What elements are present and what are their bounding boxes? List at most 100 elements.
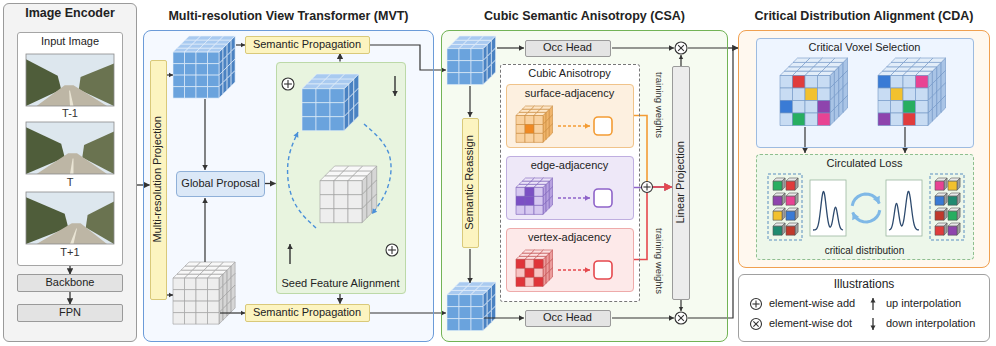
voxel-cube <box>196 75 208 87</box>
add-symbol <box>386 244 398 256</box>
voxel-cube <box>543 130 546 142</box>
voxel-cube <box>471 319 483 331</box>
voxel-cube <box>534 277 543 286</box>
voxel-cube <box>891 88 904 101</box>
voxel-cube <box>208 278 220 290</box>
voxel-cube <box>546 127 549 139</box>
voxel-cube <box>362 204 367 223</box>
box-label: surface-adjacency <box>525 87 614 100</box>
voxel-cube <box>447 295 459 307</box>
csa-illustration <box>688 48 733 318</box>
voxel-cube <box>903 76 916 89</box>
voxel-cube <box>471 290 487 294</box>
input-frames <box>26 54 114 244</box>
voxel-cube <box>543 202 546 214</box>
voxel-cube <box>447 61 459 73</box>
voxel-cube <box>831 58 848 62</box>
voxel-cube <box>839 100 843 117</box>
voxel-cube <box>826 62 843 66</box>
legend-symbol <box>866 317 880 331</box>
voxel-cube <box>196 52 208 64</box>
voxel-cube <box>208 52 220 64</box>
voxel-cube <box>348 181 362 195</box>
voxel-cube <box>920 67 937 71</box>
voxel-cube <box>793 101 806 114</box>
voxel-cube <box>916 113 929 126</box>
voxel-cube <box>935 181 944 190</box>
voxel-cube <box>483 314 487 330</box>
distribution-plot <box>886 180 922 236</box>
voxel-cube <box>540 106 552 109</box>
legend-symbol <box>871 326 876 331</box>
voxel-cube <box>782 208 785 220</box>
voxel-cube <box>447 307 459 319</box>
add-symbol <box>282 78 294 90</box>
cycle-arrows <box>852 194 879 206</box>
voxel-cube <box>878 101 891 114</box>
voxel-cube <box>929 58 946 62</box>
voxel-cube <box>367 199 372 218</box>
voxel-cube <box>546 199 549 211</box>
voxel-cube <box>212 44 228 48</box>
voxel-cube <box>773 181 782 190</box>
voxel-cube <box>780 58 848 126</box>
voxel-cube <box>948 193 960 205</box>
voxel-cube <box>334 181 348 195</box>
voxel-cube <box>786 196 795 205</box>
voxel-cube <box>219 83 223 99</box>
csa-illustration <box>519 315 524 321</box>
band-label: Linear Projection <box>674 141 687 224</box>
cycle-arrows <box>852 194 880 222</box>
panel-title: Multi-resolution View Transformer (MVT) <box>168 9 408 24</box>
box-label: edge-adjacency <box>531 159 609 172</box>
voxel-cube <box>471 73 483 85</box>
input-frame: Input Image <box>17 32 123 266</box>
module-panel: Cubic Semantic Anisotropy (CSA)Occ HeadS… <box>441 30 728 342</box>
adjacency-figure <box>585 195 590 201</box>
add-symbol <box>755 300 756 307</box>
voxel-cube <box>534 187 543 196</box>
voxel-cube <box>447 282 496 331</box>
voxel-cube <box>208 313 220 325</box>
mvt-illustration <box>202 165 208 170</box>
adjacency-figure <box>585 123 590 129</box>
voxel-cube <box>525 268 534 277</box>
adjacency-figure <box>594 189 612 207</box>
cycle-arrows <box>873 196 880 204</box>
voxel-cube <box>475 286 491 290</box>
voxel-cube <box>773 226 782 235</box>
voxel-cube <box>196 64 208 76</box>
voxel-cube <box>302 89 316 103</box>
panel-grounds <box>17 32 123 266</box>
voxel-cube <box>173 290 185 302</box>
voxel-cube <box>878 76 891 89</box>
cycle-arrows <box>852 212 859 220</box>
voxel-cube <box>334 195 348 209</box>
label-slot: training weights <box>654 72 665 138</box>
add-symbol <box>391 246 392 254</box>
label-slot: T-1 <box>40 107 100 120</box>
voxel-cube <box>935 193 947 205</box>
camera-frame <box>26 192 114 244</box>
voxel-cube <box>330 84 349 89</box>
voxel-cube <box>196 301 208 313</box>
voxel-cube <box>320 181 334 195</box>
voxel-cube <box>786 226 795 235</box>
rotated-note: training weights <box>654 228 665 294</box>
voxel-cube <box>220 36 236 40</box>
voxel-cube <box>525 277 534 286</box>
voxel-cube <box>316 89 330 103</box>
voxel-cube <box>459 61 471 73</box>
dot-symbol <box>753 321 758 326</box>
voxel-cube <box>948 196 957 205</box>
voxel-cube <box>316 103 330 117</box>
voxel-cube <box>818 71 835 75</box>
title-slot: Cubic Semantic Anisotropy (CSA) <box>442 9 727 24</box>
voxel-cube <box>935 178 947 190</box>
dot-symbol <box>678 315 684 321</box>
voxel-cube <box>516 196 525 205</box>
process-box: Backbone <box>17 274 123 292</box>
title-slot: Critical Distribution Alignment (CDA) <box>739 9 989 24</box>
voxel-cube <box>786 193 798 205</box>
